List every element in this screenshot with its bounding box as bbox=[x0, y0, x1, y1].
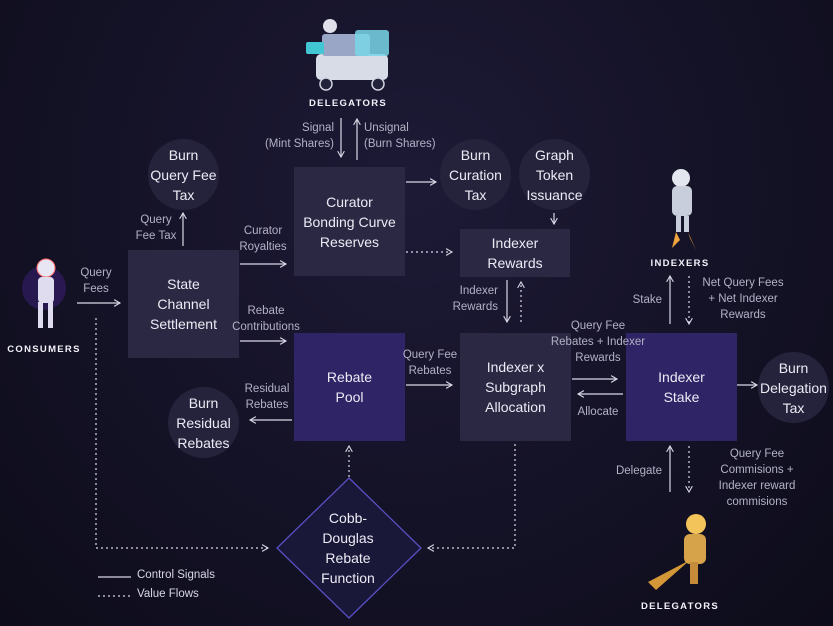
burn-delegation-tax: Burn Delegation Tax bbox=[758, 352, 829, 423]
delegators-top-illustration bbox=[306, 19, 389, 91]
legend-control-signals: Control Signals bbox=[137, 569, 215, 581]
indexer-rewards: Indexer Rewards bbox=[460, 229, 570, 277]
signal-label: Signal (Mint Shares) bbox=[264, 122, 334, 150]
rebate-contributions-label: Rebate Contributions bbox=[232, 305, 300, 333]
graph-token-issuance: Graph Token Issuance bbox=[519, 139, 590, 210]
curator-bonding-curve-reserves: Curator Bonding Curve Reserves bbox=[294, 167, 405, 276]
indexer-subgraph-allocation: Indexer x Subgraph Allocation bbox=[460, 333, 571, 441]
query-fee-rebates-pool-label: Query Fee Rebates bbox=[402, 349, 458, 377]
indexer-rewards-flow-label: Indexer Rewards bbox=[452, 285, 498, 313]
allocate-label: Allocate bbox=[577, 406, 619, 418]
legend-value-flows: Value Flows bbox=[137, 588, 199, 600]
indexer-stake: Indexer Stake bbox=[626, 333, 737, 441]
burn-query-fee-tax: Burn Query Fee Tax bbox=[148, 139, 219, 210]
query-fee-rebates-label: Query Fee Rebates + Indexer Rewards bbox=[550, 320, 646, 364]
rebate-pool: Rebate Pool bbox=[294, 333, 405, 441]
delegators-top-title: DELEGATORS bbox=[308, 98, 388, 109]
consumers-illustration bbox=[22, 258, 66, 328]
query-fee-commissions-label: Query Fee Commisions + Indexer reward co… bbox=[718, 448, 796, 508]
indexers-illustration bbox=[672, 169, 696, 250]
consumers-title: CONSUMERS bbox=[7, 344, 81, 355]
stake-label: Stake bbox=[632, 294, 662, 306]
consumer-to-cobb-flow bbox=[95, 318, 270, 552]
delegators-bottom-illustration bbox=[648, 514, 706, 590]
curator-royalties-label: Curator Royalties bbox=[239, 225, 287, 253]
cobb-douglas-rebate-function: Cobb- Douglas Rebate Function bbox=[321, 510, 375, 586]
delegate-label: Delegate bbox=[615, 465, 662, 477]
unsignal-label: Unsignal (Burn Shares) bbox=[364, 122, 436, 150]
cobb-douglas-diamond bbox=[276, 477, 422, 619]
query-fee-tax-label: Query Fee Tax bbox=[135, 214, 177, 242]
indexers-title: INDEXERS bbox=[650, 258, 710, 269]
state-channel-settlement: State Channel Settlement bbox=[128, 250, 239, 358]
delegators-bottom-title: DELEGATORS bbox=[640, 601, 720, 612]
residual-rebates-label: Residual Rebates bbox=[244, 383, 290, 411]
burn-residual-rebates: Burn Residual Rebates bbox=[168, 387, 239, 458]
query-fees-label: Query Fees bbox=[80, 267, 112, 295]
allocation-to-cobb-flow bbox=[426, 444, 516, 552]
net-query-fees-label: Net Query Fees + Net Indexer Rewards bbox=[702, 277, 784, 321]
burn-curation-tax: Burn Curation Tax bbox=[440, 139, 511, 210]
